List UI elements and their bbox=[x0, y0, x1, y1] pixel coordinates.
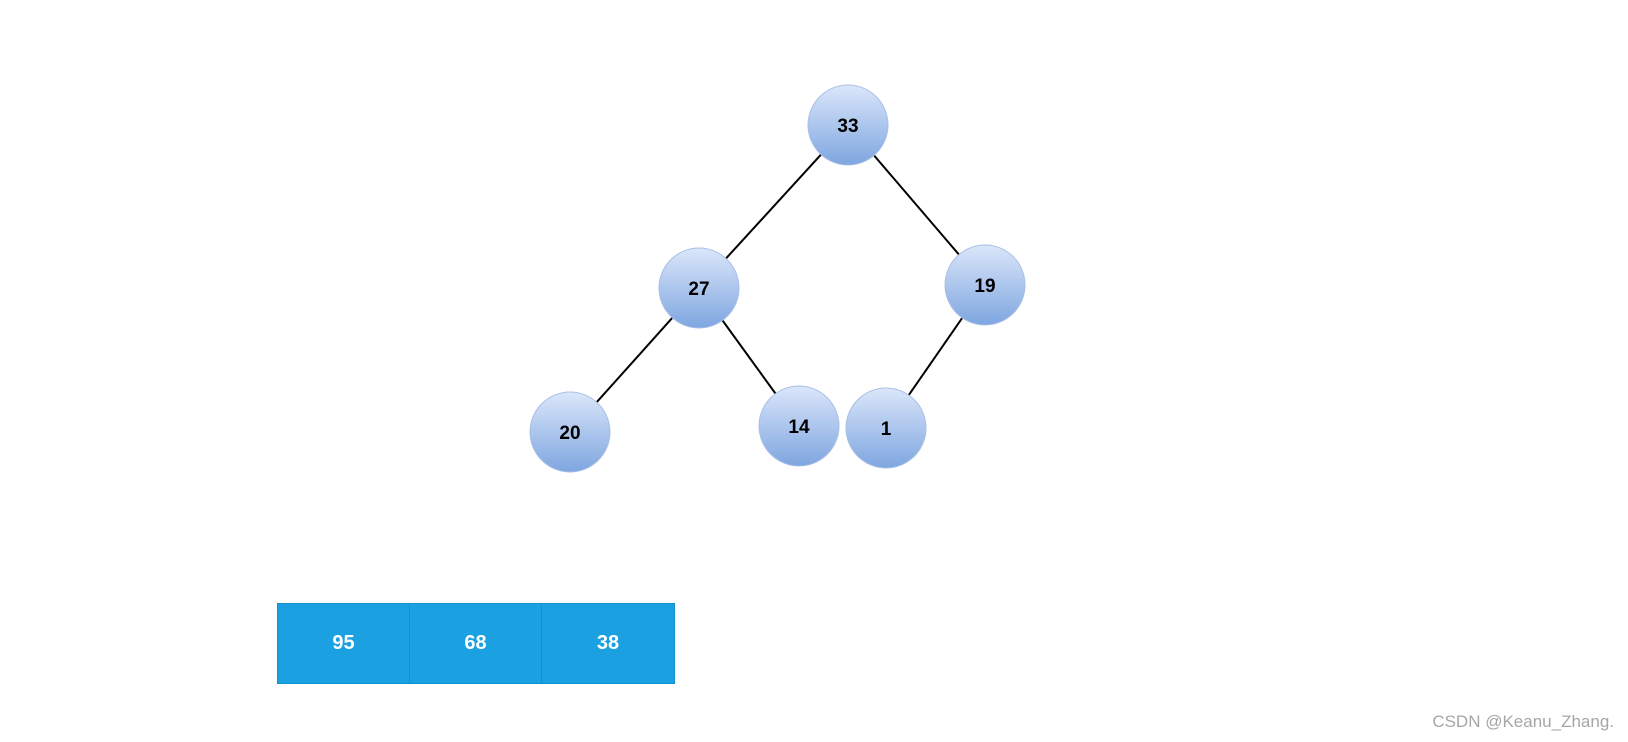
tree-edges bbox=[595, 153, 964, 403]
tree-node-19: 19 bbox=[944, 244, 1026, 326]
tree-node-33: 33 bbox=[807, 84, 889, 166]
tree-node-circle bbox=[944, 244, 1026, 326]
tree-node-label: 1 bbox=[881, 419, 892, 440]
tree-node-circle bbox=[529, 391, 611, 473]
tree-node-1: 1 bbox=[845, 387, 927, 469]
tree-node-label: 14 bbox=[788, 417, 810, 438]
tree-node-circle bbox=[758, 385, 840, 467]
tree-node-circle bbox=[807, 84, 889, 166]
tree-node-label: 33 bbox=[837, 116, 858, 137]
array-cell-0: 95 bbox=[278, 604, 410, 683]
tree-node-label: 27 bbox=[688, 279, 709, 300]
tree-node-circle bbox=[658, 247, 740, 329]
tree-node-20: 20 bbox=[529, 391, 611, 473]
array-cell-1: 68 bbox=[410, 604, 542, 683]
tree-edge-n33-n27 bbox=[725, 153, 822, 260]
tree-edge-n27-n14 bbox=[721, 319, 777, 395]
tree-node-27: 27 bbox=[658, 247, 740, 329]
tree-node-circle bbox=[845, 387, 927, 469]
tree-edge-n33-n19 bbox=[873, 154, 960, 256]
tree-node-label: 20 bbox=[559, 423, 580, 444]
tree-node-14: 14 bbox=[758, 385, 840, 467]
watermark: CSDN @Keanu_Zhang. bbox=[1432, 712, 1614, 731]
array-cell-2: 38 bbox=[542, 604, 674, 683]
tree-nodes: 33 27 19 20 14 1 bbox=[529, 84, 1026, 473]
tree-node-label: 19 bbox=[974, 276, 995, 297]
array-row: 95 68 38 bbox=[277, 603, 675, 684]
tree-edge-n19-n1 bbox=[907, 317, 964, 396]
tree-edge-n27-n20 bbox=[595, 317, 674, 403]
